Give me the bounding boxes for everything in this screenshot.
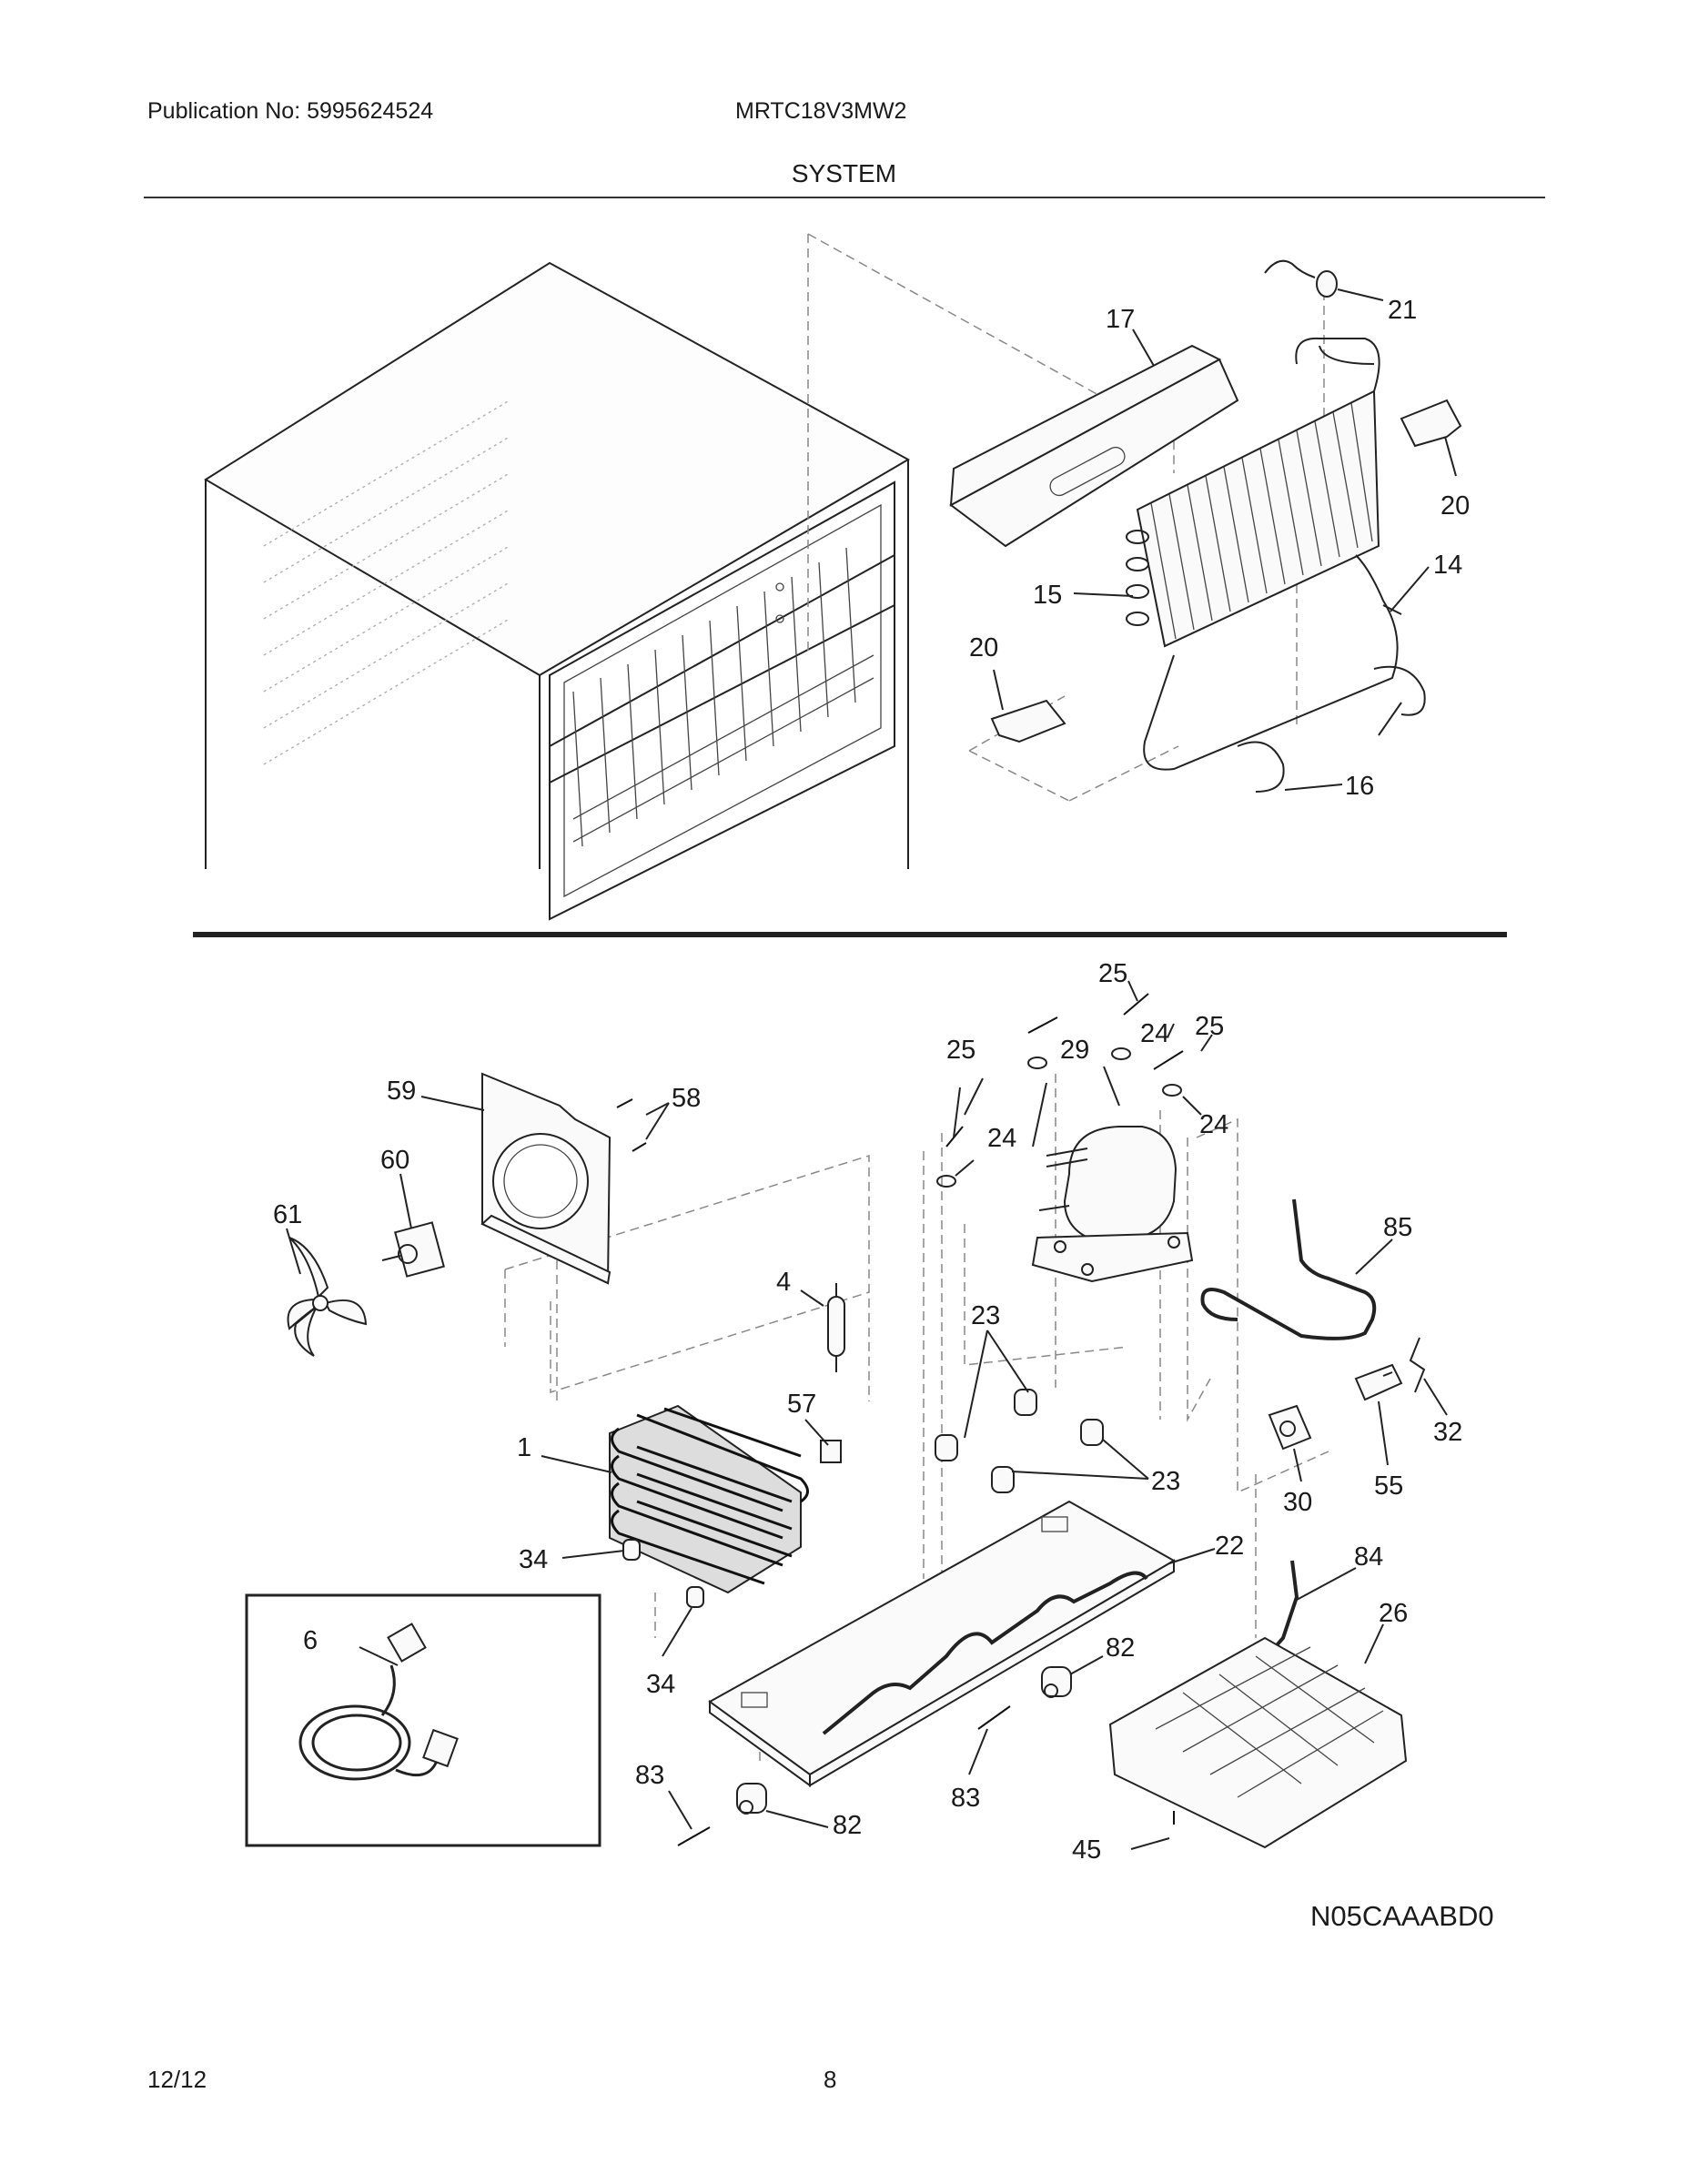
- callout-57: 57: [787, 1390, 816, 1419]
- callout-29: 29: [1060, 1036, 1089, 1065]
- callout-24-right: 24: [1199, 1110, 1228, 1139]
- publication-number: Publication No: 5995624524: [147, 98, 434, 124]
- section-title: SYSTEM: [791, 159, 897, 187]
- section-divider: [193, 932, 1507, 937]
- rubber-grommets-23: [935, 1389, 1104, 1493]
- callout-20-left: 20: [969, 633, 998, 662]
- leader-lines-top: [993, 288, 1457, 791]
- drip-tray-17: [949, 344, 1239, 548]
- callout-23-bottom: 23: [1151, 1467, 1180, 1496]
- footer-date: 12/12: [147, 2066, 207, 2093]
- callout-45: 45: [1072, 1835, 1101, 1865]
- thermistor-21: [1264, 259, 1338, 298]
- fan-motor-60: [381, 1221, 445, 1278]
- model-number: MRTC18V3MW2: [735, 98, 907, 124]
- callout-16: 16: [1345, 772, 1374, 801]
- screws-58: [616, 1098, 647, 1152]
- callout-61: 61: [273, 1200, 302, 1229]
- callout-83-right: 83: [951, 1784, 980, 1813]
- callout-23-top: 23: [971, 1301, 1000, 1330]
- header-divider: [144, 197, 1545, 198]
- callout-4: 4: [776, 1268, 791, 1297]
- callout-20-right: 20: [1440, 491, 1470, 521]
- fan-shroud-59: [480, 1072, 612, 1285]
- callout-1: 1: [517, 1433, 531, 1462]
- mounting-screws-25: [945, 993, 1184, 1148]
- callout-15: 15: [1033, 581, 1062, 610]
- screw-83-right: [977, 1705, 1011, 1730]
- callout-83-left: 83: [635, 1761, 664, 1790]
- screw-83-left: [677, 1826, 711, 1846]
- callout-34-bottom: 34: [646, 1670, 675, 1699]
- callout-32: 32: [1433, 1418, 1462, 1447]
- callout-84: 84: [1354, 1542, 1383, 1572]
- roller-82-left: [736, 1783, 767, 1815]
- fan-blade-61: [287, 1237, 368, 1357]
- callout-58: 58: [672, 1084, 701, 1113]
- diagram-code: N05CAAABD0: [1310, 1900, 1494, 1932]
- callout-24-left: 24: [987, 1124, 1016, 1153]
- callout-14: 14: [1433, 551, 1462, 580]
- heater-clips-16: [1237, 665, 1426, 793]
- tube-85: [1200, 1198, 1377, 1340]
- callout-25-right: 25: [1195, 1012, 1224, 1041]
- callout-26: 26: [1379, 1599, 1408, 1628]
- condenser-coil-1: [609, 1404, 809, 1594]
- callout-17: 17: [1106, 305, 1135, 334]
- spacers-34: [622, 1539, 704, 1608]
- callout-85: 85: [1383, 1213, 1412, 1242]
- compressor-29: [1031, 1126, 1194, 1283]
- callout-6: 6: [303, 1626, 318, 1655]
- relay-30: [1268, 1404, 1312, 1451]
- overload-55: [1354, 1363, 1403, 1401]
- evaporator-15: [1126, 337, 1380, 648]
- callout-82-right: 82: [1106, 1633, 1135, 1663]
- leader-lines-bottom: [286, 980, 1448, 1850]
- callout-24-top: 24: [1140, 1019, 1169, 1048]
- callout-82-left: 82: [833, 1811, 862, 1840]
- callout-30: 30: [1283, 1488, 1312, 1517]
- clip-57: [820, 1440, 842, 1463]
- callout-60: 60: [380, 1146, 409, 1175]
- relay-clip-32: [1409, 1337, 1426, 1393]
- callout-55: 55: [1374, 1471, 1403, 1501]
- grommets-24: [936, 1047, 1182, 1188]
- callout-34-top: 34: [519, 1545, 548, 1574]
- base-plate-22: [708, 1500, 1177, 1787]
- roller-82-right: [1041, 1666, 1072, 1698]
- drier-4: [827, 1283, 845, 1372]
- callout-21: 21: [1388, 296, 1417, 325]
- callout-59: 59: [387, 1077, 416, 1106]
- callout-25-top: 25: [1098, 959, 1127, 988]
- callout-22: 22: [1215, 1532, 1244, 1561]
- refrigerator-cabinet: [204, 261, 911, 921]
- bracket-20-left: [990, 699, 1066, 743]
- drain-pan-26: [1108, 1636, 1408, 1849]
- bracket-20-right: [1400, 399, 1462, 448]
- power-cord-inset: [245, 1593, 601, 1847]
- page-number: 8: [824, 2066, 837, 2093]
- callout-25-left: 25: [946, 1036, 975, 1065]
